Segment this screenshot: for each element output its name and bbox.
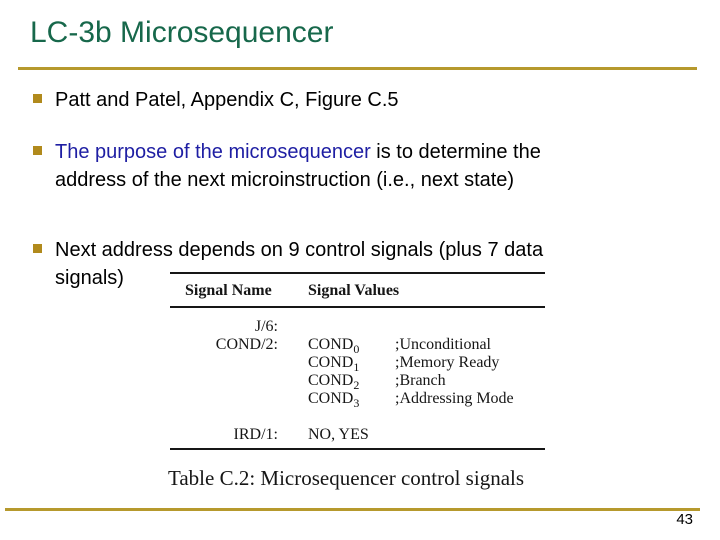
cond3-comment: ;Addressing Mode xyxy=(395,390,514,407)
bullet-text: Patt and Patel, Appendix C, Figure C.5 xyxy=(55,86,399,114)
bullet-line: Patt and Patel, Appendix C, Figure C.5 xyxy=(55,89,399,111)
slide-title: LC-3b Microsequencer xyxy=(30,16,334,49)
title-divider xyxy=(18,67,697,70)
bullet-text: Next address depends on 9 control signal… xyxy=(55,236,543,292)
footer-divider xyxy=(5,508,700,511)
cond0-comment: ;Unconditional xyxy=(395,336,491,353)
emphasis-text: The purpose of the microsequencer xyxy=(55,141,371,163)
bullet-square-icon xyxy=(33,94,42,103)
bullet-line: The purpose of the microsequencer is to … xyxy=(55,138,541,166)
table-rule-header xyxy=(170,306,545,308)
cond0-value: COND0 xyxy=(308,336,360,357)
cond2-comment: ;Branch xyxy=(395,372,446,389)
column-header-signal-name: Signal Name xyxy=(185,282,272,299)
table-row-j-name: J/6: xyxy=(254,318,278,335)
cond2-value: COND2 xyxy=(308,372,360,393)
bullet-square-icon xyxy=(33,244,42,253)
table-rule-top xyxy=(170,272,545,274)
bullet-item-next-address: Next address depends on 9 control signal… xyxy=(33,236,543,292)
cond1-value: COND1 xyxy=(308,354,360,375)
cond1-comment: ;Memory Ready xyxy=(395,354,500,371)
table-row-cond-name: COND/2: xyxy=(215,336,278,353)
plain-text: is to determine the xyxy=(370,141,541,163)
bullet-item-purpose: The purpose of the microsequencer is to … xyxy=(33,138,541,194)
bullet-line: signals) xyxy=(55,267,124,289)
table-row-ird-name: IRD/1: xyxy=(233,426,278,443)
page-number: 43 xyxy=(676,511,693,528)
bullet-item-reference: Patt and Patel, Appendix C, Figure C.5 xyxy=(33,86,399,114)
table-row-ird-value: NO, YES xyxy=(308,426,369,443)
column-header-signal-values: Signal Values xyxy=(308,282,400,299)
bullet-line: address of the next microinstruction (i.… xyxy=(55,169,515,191)
bullet-line: Next address depends on 9 control signal… xyxy=(55,239,544,261)
table-rule-bottom xyxy=(170,448,545,450)
bullet-square-icon xyxy=(33,146,42,155)
bullet-text: The purpose of the microsequencer is to … xyxy=(55,138,541,194)
cond3-value: COND3 xyxy=(308,390,360,411)
table-caption: Table C.2: Microsequencer control signal… xyxy=(168,466,525,490)
control-signals-table: Signal Name Signal Values J/6: COND/2: C… xyxy=(170,272,545,450)
